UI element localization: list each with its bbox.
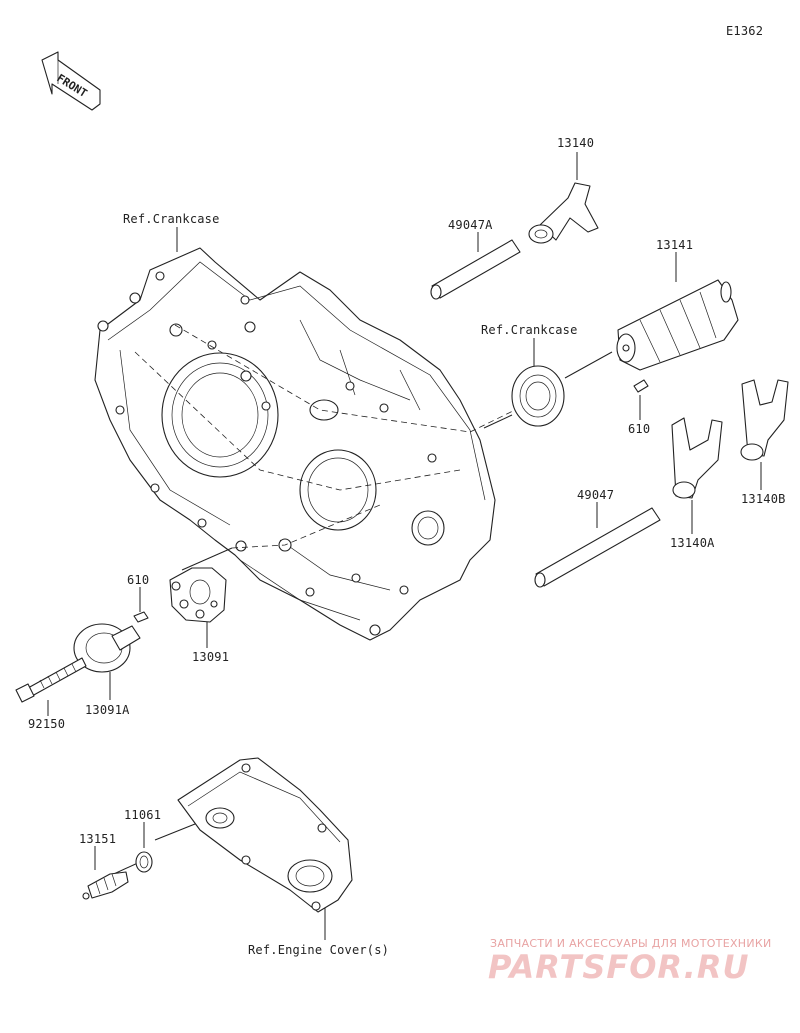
part-49047-label[interactable]: 49047: [577, 488, 615, 502]
part-92150-label[interactable]: 92150: [28, 717, 66, 731]
engine-cover-illustration: [177, 757, 353, 913]
neutral-switch-13151-illustration: [82, 871, 129, 900]
part-610-right-label[interactable]: 610: [628, 422, 651, 436]
part-13140-label[interactable]: 13140: [557, 136, 595, 150]
shift-fork-13140a-illustration: [671, 417, 723, 499]
alignment-line-lower: [231, 504, 381, 549]
ref-crankcase-mid-label[interactable]: Ref.Crankcase: [481, 323, 578, 337]
front-arrow-icon: FRONT: [41, 51, 101, 111]
part-13141-label[interactable]: 13141: [656, 238, 694, 252]
pin-610-right-illustration: [633, 379, 649, 393]
part-13091-label[interactable]: 13091: [192, 650, 230, 664]
watermark-subtitle: ЗАПЧАСТИ И АКСЕССУАРЫ ДЛЯ МОТОТЕХНИКИ: [490, 937, 772, 950]
shift-cam-13091-illustration: [169, 567, 227, 623]
shift-drum-13141-illustration: [616, 279, 739, 371]
shift-fork-13140-illustration: [528, 182, 599, 244]
part-11061-label[interactable]: 11061: [124, 808, 162, 822]
alignment-line-mid: [134, 351, 461, 491]
shift-rod-49047-illustration: [534, 507, 661, 588]
part-13091a-label[interactable]: 13091A: [85, 703, 130, 717]
ref-crankcase-top-label[interactable]: Ref.Crankcase: [123, 212, 220, 226]
part-49047a-label[interactable]: 49047A: [448, 218, 493, 232]
shift-plate-13091a-illustration: [73, 623, 141, 673]
part-13151-label[interactable]: 13151: [79, 832, 117, 846]
shift-fork-13140b-illustration: [740, 379, 789, 461]
o-ring-11061-illustration: [135, 851, 153, 873]
shift-rod-49047a-illustration: [430, 239, 521, 300]
watermark-brand: PARTSFOR.RU: [488, 948, 750, 986]
diagram-code: E1362: [726, 24, 764, 38]
part-13140a-label[interactable]: 13140A: [670, 536, 715, 550]
part-610-left-label[interactable]: 610: [127, 573, 150, 587]
ref-engine-cover-label[interactable]: Ref.Engine Cover(s): [248, 943, 390, 957]
bolt-92150-illustration: [15, 657, 87, 703]
alignment-line-upper: [174, 324, 516, 433]
pin-610-left-illustration: [133, 611, 149, 623]
bearing-illustration: [511, 365, 565, 427]
part-13140b-label[interactable]: 13140B: [741, 492, 786, 506]
crankcase-illustration: [94, 247, 496, 641]
